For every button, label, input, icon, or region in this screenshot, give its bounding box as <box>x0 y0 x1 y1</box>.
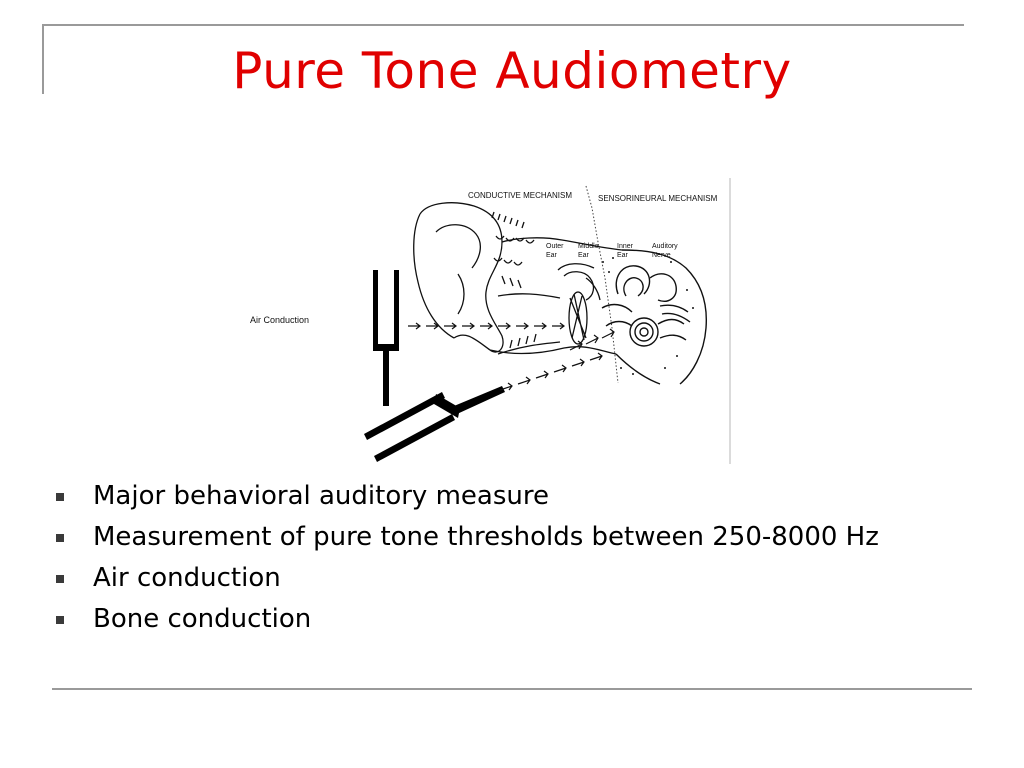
bullet-item: Major behavioral auditory measure <box>56 480 956 513</box>
bullet-square-icon <box>56 575 64 583</box>
tuning-fork-vertical-icon <box>373 270 399 406</box>
bullet-square-icon <box>56 616 64 624</box>
slide-frame-left-line <box>42 24 44 94</box>
conductive-mechanism-label: CONDUCTIVE MECHANISM <box>468 191 572 200</box>
sensorineural-mechanism-label: SENSORINEURAL MECHANISM <box>598 194 718 203</box>
ear-conduction-diagram: CONDUCTIVE MECHANISM SENSORINEURAL MECHA… <box>240 178 734 466</box>
bullet-item: Measurement of pure tone thresholds betw… <box>56 521 956 554</box>
bullet-item: Air conduction <box>56 562 956 595</box>
air-conduction-label: Air Conduction <box>250 315 309 325</box>
inner-ear-label-line2: Ear <box>617 252 629 259</box>
bullet-square-icon <box>56 493 64 501</box>
inner-ear-label-line1: Inner <box>617 243 634 250</box>
slide-title: Pure Tone Audiometry <box>232 42 792 100</box>
outer-ear-label-line1: Outer <box>546 243 564 250</box>
air-conduction-arrows <box>408 322 565 330</box>
inner-ear-drawing <box>601 249 708 385</box>
slide-frame-bottom-line <box>52 688 972 690</box>
middle-ear-label-line2: Ear <box>578 252 590 259</box>
bullet-square-icon <box>56 534 64 542</box>
bullet-text: Bone conduction <box>93 604 312 634</box>
bullet-list: Major behavioral auditory measure Measur… <box>56 480 956 644</box>
bullet-item: Bone conduction <box>56 603 956 636</box>
bullet-text: Measurement of pure tone thresholds betw… <box>93 522 879 552</box>
outer-ear-drawing <box>413 202 623 355</box>
bullet-text: Air conduction <box>93 563 281 593</box>
middle-ear-label-line1: Middle <box>578 243 599 250</box>
auditory-nerve-label-line1: Auditory <box>652 243 678 250</box>
tuning-fork-angled-icon <box>364 386 505 462</box>
slide-frame-top-line <box>42 24 964 26</box>
bone-conduction-arrows <box>499 328 615 391</box>
middle-ear-drawing <box>557 263 601 345</box>
auditory-nerve-label-line2: Nerve <box>652 252 671 259</box>
bullet-text: Major behavioral auditory measure <box>93 481 549 511</box>
outer-ear-label-line2: Ear <box>546 252 558 259</box>
